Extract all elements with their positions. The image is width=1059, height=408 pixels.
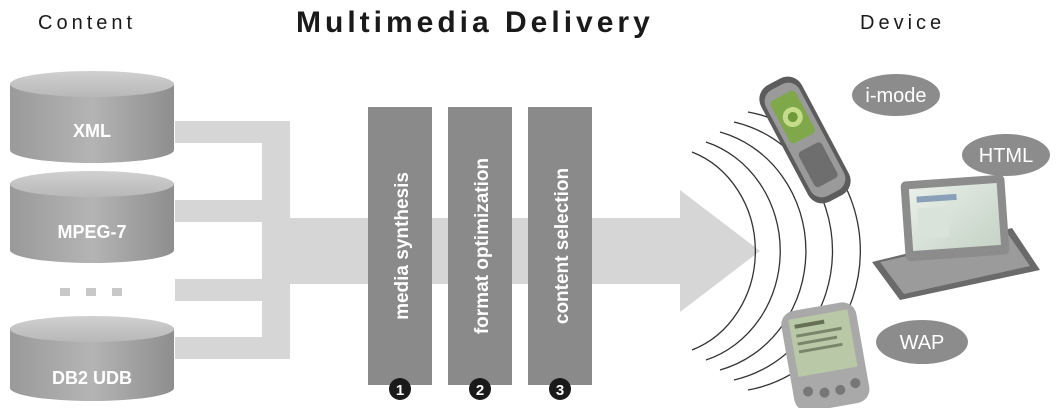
stage-format-optimization: format optimization — [448, 107, 512, 385]
stage-label: media synthesis — [392, 172, 413, 320]
flow-arrow-head — [680, 190, 760, 312]
svg-text:i-mode: i-mode — [865, 85, 926, 107]
database-db2 — [10, 316, 174, 401]
stage-number-badge: 2 — [469, 378, 491, 400]
svg-text:WAP: WAP — [900, 332, 945, 354]
device-heading: Device — [860, 12, 946, 34]
stage-number-badge: 1 — [389, 378, 411, 400]
stage-label: format optimization — [472, 158, 493, 334]
database-xml — [10, 71, 174, 163]
device-label-imode: i-mode — [852, 74, 940, 116]
svg-text:2: 2 — [476, 382, 484, 399]
stage-label: content selection — [552, 168, 573, 324]
source-label: XML — [73, 121, 111, 141]
stage-content-selection: content selection — [528, 107, 592, 385]
mobile-phone-icon — [759, 76, 851, 204]
diagram-title: Multimedia Delivery — [296, 6, 654, 39]
stage-media-synthesis: media synthesis — [368, 107, 432, 385]
device-label-wap: WAP — [876, 320, 968, 364]
ellipsis-dots-icon — [60, 288, 122, 296]
svg-text:1: 1 — [396, 382, 404, 399]
device-label-html: HTML — [962, 134, 1050, 176]
laptop-icon — [872, 174, 1040, 300]
content-heading: Content — [38, 12, 137, 34]
stage-number-badge: 3 — [549, 378, 571, 400]
pda-icon — [781, 302, 870, 408]
source-label: MPEG-7 — [57, 222, 126, 242]
svg-text:3: 3 — [556, 382, 564, 399]
source-label: DB2 UDB — [52, 368, 132, 388]
database-mpeg7 — [10, 171, 174, 263]
svg-text:HTML: HTML — [979, 145, 1033, 167]
